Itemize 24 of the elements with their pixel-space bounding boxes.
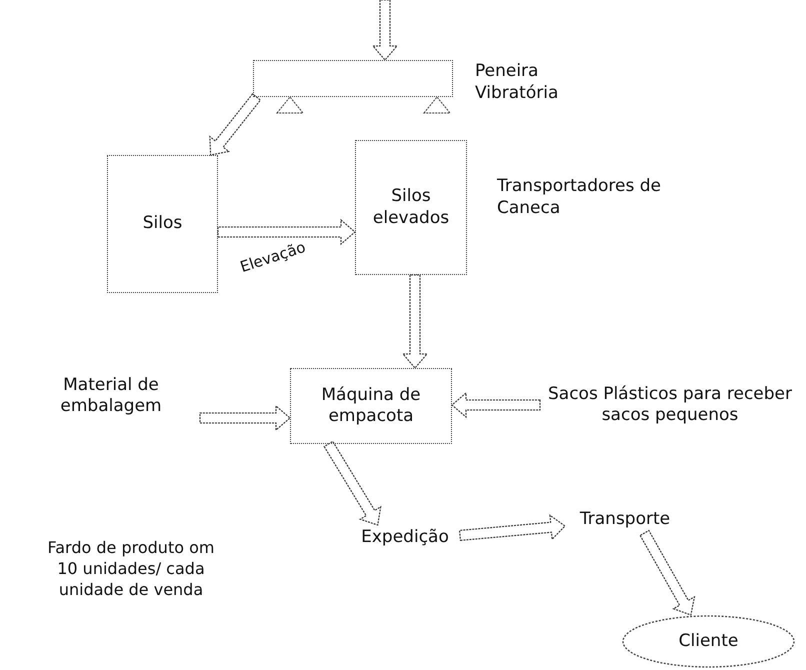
node-label: Silos elevados bbox=[372, 186, 450, 229]
process-box bbox=[290, 368, 452, 444]
block-arrow bbox=[209, 93, 262, 156]
text-label: Material de embalagem bbox=[22, 368, 200, 424]
block-arrow bbox=[199, 404, 291, 432]
side-label: Transportadores de Caneca bbox=[497, 175, 662, 220]
block-arrow bbox=[458, 514, 566, 541]
text-label: Transporte bbox=[565, 507, 685, 533]
block-arrow bbox=[451, 392, 541, 418]
node-label: Cliente bbox=[678, 630, 738, 652]
process-box bbox=[355, 140, 467, 275]
text-label: Expedição bbox=[350, 525, 460, 551]
text-label: Sacos Plásticos para receber sacos pequenos bbox=[540, 380, 800, 430]
block-arrow bbox=[217, 218, 356, 246]
block-arrow bbox=[402, 274, 428, 369]
block-arrow bbox=[372, 0, 398, 61]
process-box bbox=[107, 155, 218, 293]
sieve-box bbox=[253, 60, 453, 97]
node-label: Máquina de empacota bbox=[320, 384, 422, 428]
node-label: Silos bbox=[142, 213, 182, 235]
side-label: Peneira Vibratória bbox=[475, 60, 560, 104]
note-text: Fardo de produto om 10 unidades/ cada unidade de venda bbox=[46, 538, 216, 600]
block-arrow bbox=[639, 530, 696, 616]
block-arrow bbox=[323, 440, 382, 526]
